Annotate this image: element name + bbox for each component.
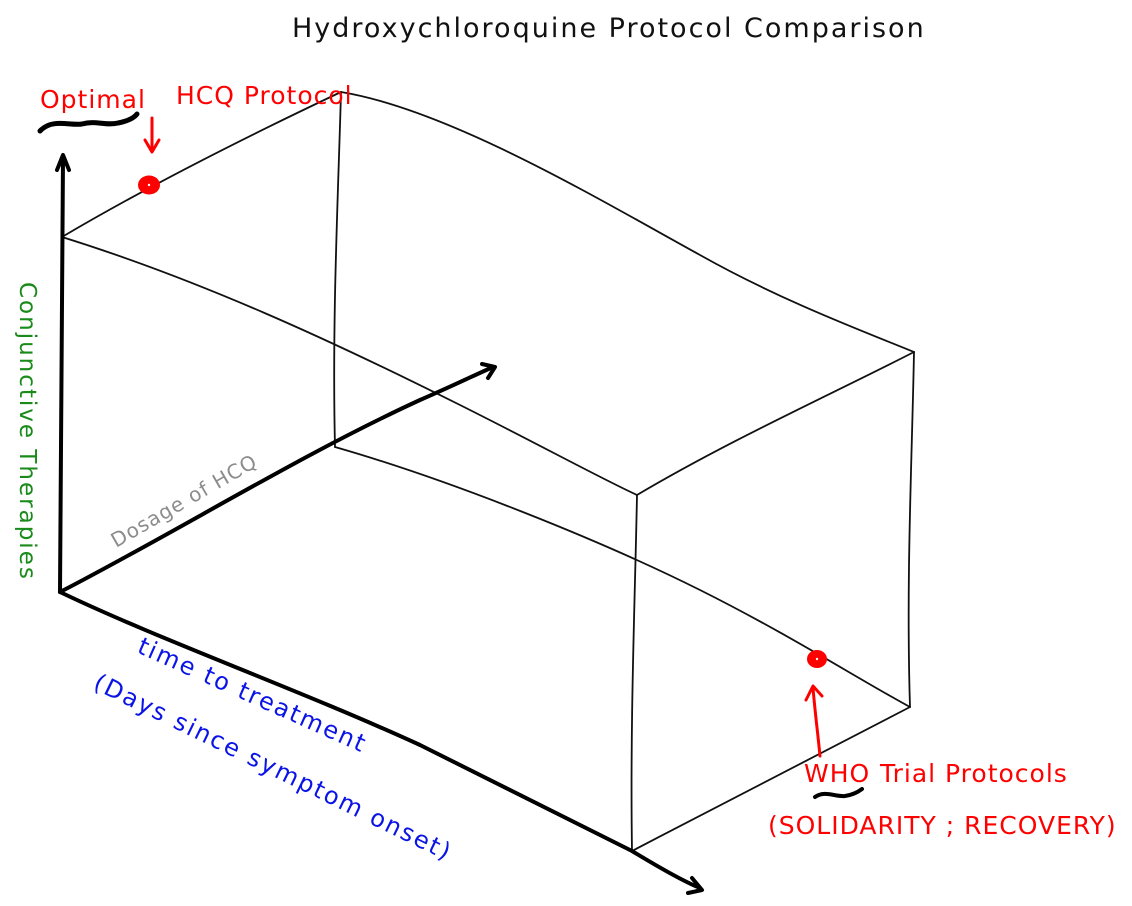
edge-back-left-vertical — [333, 91, 342, 448]
optimal-label-word: Optimal — [40, 85, 146, 114]
edge-front-right-vertical — [630, 494, 638, 852]
box-edges — [61, 91, 915, 852]
horizontal-axis — [58, 590, 702, 890]
vertical-axis-arrowhead-icon — [55, 153, 71, 172]
optimal-protocol-annotation: Optimal HCQ Protocol — [37, 81, 353, 195]
edge-back-right-vertical — [907, 351, 915, 708]
who-label-word: WHO — [804, 759, 870, 788]
edge-front-top-left-to-back-top-left — [61, 91, 342, 238]
edge-back-bottom-left-to-back-bottom-right — [334, 446, 911, 708]
who-label-line2: (SOLIDARITY ; RECOVERY) — [768, 811, 1117, 840]
diagram-title: Hydroxychloroquine Protocol Comparison — [292, 13, 926, 44]
who-label-rest: Trial Protocols — [879, 759, 1068, 788]
edge-front-top-left-to-front-top-right — [61, 236, 638, 496]
optimal-squiggle-underline — [37, 111, 140, 134]
vertical-axis — [58, 156, 65, 594]
depth-axis-arrowhead-icon — [480, 362, 497, 380]
optimal-point-center — [147, 183, 151, 187]
horizontal-axis-arrowhead-icon — [686, 876, 704, 895]
edge-front-bottom-right-to-back-bottom-right — [631, 706, 911, 852]
axes — [55, 153, 704, 895]
depth-axis — [58, 365, 495, 594]
who-up-arrow-icon — [804, 684, 824, 758]
optimal-down-arrow-icon — [143, 116, 161, 154]
edge-front-top-right-to-back-top-right — [636, 351, 915, 496]
depth-axis-label: Dosage of HCQ — [107, 449, 262, 552]
edge-back-top-left-to-back-top-right — [340, 91, 915, 353]
horizontal-axis-label-line1: time to treatment — [134, 632, 372, 758]
who-point-center — [815, 657, 819, 661]
vertical-axis-label: Conjunctive Therapies — [14, 282, 40, 581]
optimal-label-rest: HCQ Protocol — [176, 81, 353, 110]
who-squiggle-underline — [813, 787, 864, 799]
who-protocol-annotation: WHO Trial Protocols (SOLIDARITY ; RECOVE… — [768, 650, 1117, 840]
